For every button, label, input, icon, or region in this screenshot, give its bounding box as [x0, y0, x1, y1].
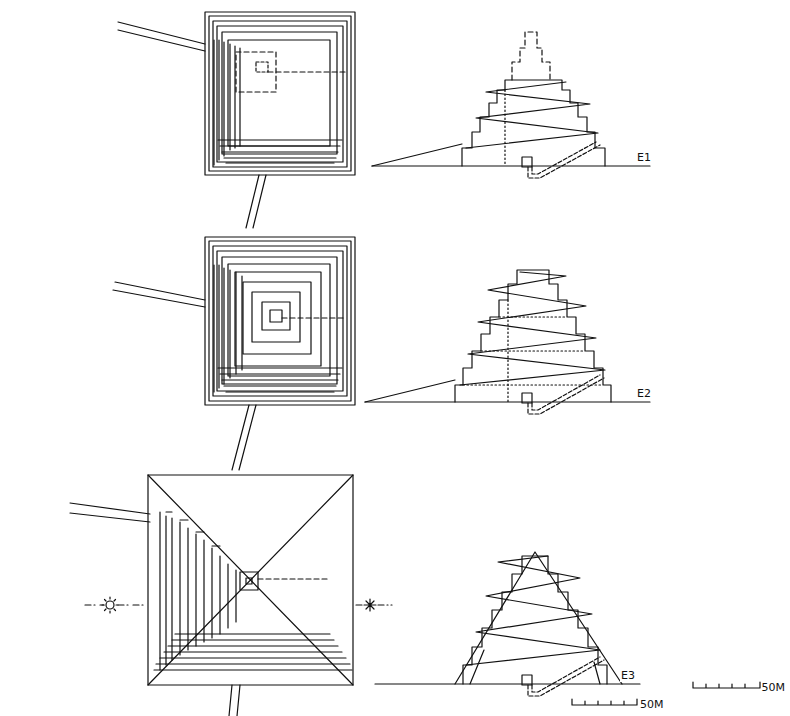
plan-e3	[70, 475, 392, 716]
elevation-e2	[365, 270, 650, 414]
scale-label: 50M	[761, 681, 787, 694]
scale-bar	[572, 682, 760, 705]
stage-label: E2	[636, 387, 652, 400]
scale-label: 50M	[639, 698, 665, 711]
elevation-e1	[372, 32, 650, 178]
plan-e1	[118, 12, 355, 228]
stage-label: E1	[636, 151, 652, 164]
plan-e2	[113, 237, 355, 470]
stage-label: E3	[620, 669, 636, 682]
elevation-e3	[375, 552, 640, 696]
